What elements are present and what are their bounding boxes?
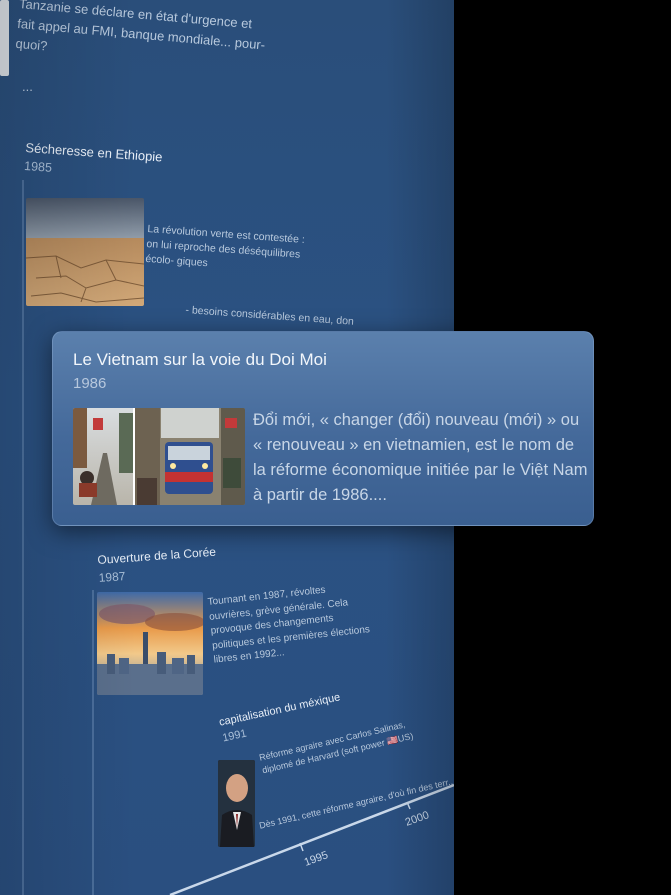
ethiopia-drought-image: [26, 198, 144, 306]
coree-city-image: [97, 592, 203, 695]
vietnam-train-image: [73, 408, 245, 505]
top-entry-ellipsis: ...: [22, 79, 33, 94]
time-axis: [169, 783, 454, 895]
focused-event-card[interactable]: Le Vietnam sur la voie du Doi Moi 1986: [52, 331, 594, 526]
card-title: Le Vietnam sur la voie du Doi Moi: [73, 350, 327, 369]
card-description: Đổi mới, « changer (đổi) nouveau (mới) »…: [253, 411, 588, 504]
timeline-line-1: [22, 180, 24, 895]
card-year: 1986: [73, 375, 107, 392]
salinas-portrait: [218, 760, 255, 847]
timeline-line-2: [92, 590, 94, 895]
top-entry-thumbnail: [0, 0, 9, 76]
